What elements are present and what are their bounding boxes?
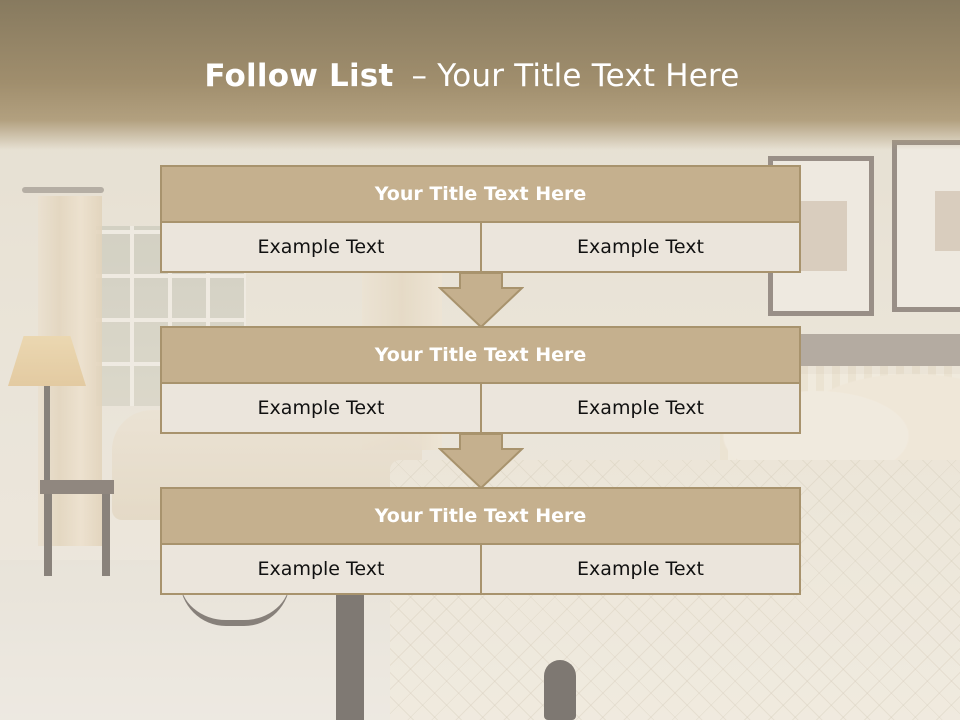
slide-title: Follow List–Your Title Text Here	[0, 56, 944, 96]
flow-block-2: Your Title Text Here Example Text Exampl…	[160, 326, 801, 434]
down-arrow-icon	[438, 272, 524, 328]
flow-cell-right[interactable]: Example Text	[480, 382, 801, 434]
flow-cell-left[interactable]: Example Text	[160, 382, 482, 434]
flow-cell-left[interactable]: Example Text	[160, 543, 482, 595]
flow-cell-left[interactable]: Example Text	[160, 221, 482, 273]
flow-block-1: Your Title Text Here Example Text Exampl…	[160, 165, 801, 273]
flow-block-title[interactable]: Your Title Text Here	[160, 165, 801, 223]
slide-title-rest: Your Title Text Here	[437, 58, 740, 94]
slide-title-dash: –	[411, 58, 428, 94]
flow-cell-right[interactable]: Example Text	[480, 221, 801, 273]
slide-title-bold: Follow List	[204, 58, 394, 94]
down-arrow-icon	[438, 433, 524, 489]
flow-block-title[interactable]: Your Title Text Here	[160, 326, 801, 384]
flow-block-3: Your Title Text Here Example Text Exampl…	[160, 487, 801, 595]
flow-cell-right[interactable]: Example Text	[480, 543, 801, 595]
title-band	[0, 0, 960, 150]
flow-block-title[interactable]: Your Title Text Here	[160, 487, 801, 545]
